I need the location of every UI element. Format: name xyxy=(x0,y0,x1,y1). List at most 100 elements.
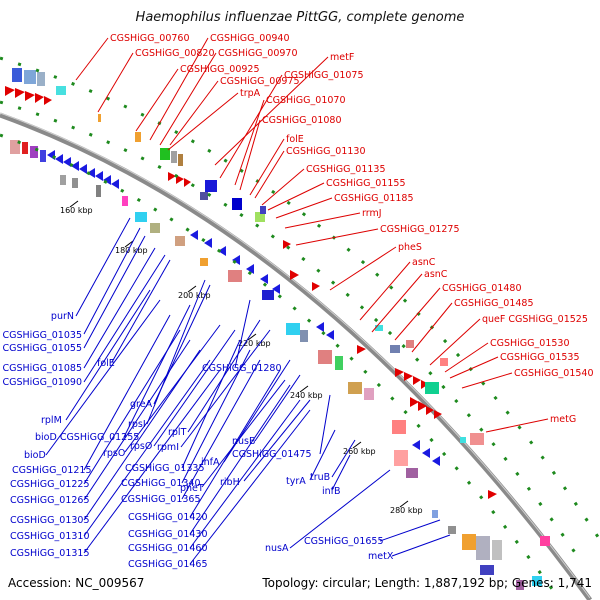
reverse-arrow xyxy=(218,246,226,256)
reverse-arrow xyxy=(79,164,87,174)
reverse-leader-line xyxy=(153,329,236,447)
reverse-gene-label: CGSHiGG_01265 xyxy=(10,495,90,506)
reverse-arrow xyxy=(190,230,198,240)
forward-leader-line xyxy=(159,52,217,146)
gene-block xyxy=(37,72,45,86)
scale-tick-mark xyxy=(352,441,362,449)
forward-gene-label: CGSHiGG_00940 xyxy=(210,33,290,44)
gene-block xyxy=(260,206,266,214)
gene-block xyxy=(348,382,362,394)
reverse-arrow xyxy=(103,175,111,185)
reverse-gene-label: CGSHiGG_01475 xyxy=(232,449,312,460)
gene-block xyxy=(96,185,101,197)
gene-block xyxy=(232,198,242,210)
gene-block xyxy=(12,68,22,82)
genome-backbone-highlight xyxy=(0,112,591,599)
gene-block xyxy=(200,192,208,200)
forward-gene-label: queF CGSHiGG_01525 xyxy=(482,314,588,325)
reverse-arrow xyxy=(246,264,254,274)
gene-block xyxy=(228,270,242,282)
reverse-leader-line xyxy=(83,235,146,349)
reverse-arrow xyxy=(432,456,440,466)
forward-arrow xyxy=(15,88,25,98)
reverse-gene-label: metX xyxy=(368,551,394,562)
forward-leader-line xyxy=(214,56,329,166)
forward-arrow xyxy=(434,410,442,419)
reverse-gene-label: CGSHiGG_01310 xyxy=(10,531,90,542)
forward-gene-label: CGSHiGG_00760 xyxy=(110,33,190,44)
forward-gene-label: CGSHiGG_01080 xyxy=(262,115,342,126)
forward-arrow xyxy=(184,178,191,187)
reverse-arrow xyxy=(232,255,240,265)
forward-arrow xyxy=(290,270,299,280)
reverse-gene-label: pheT xyxy=(180,483,204,494)
reverse-gene-label: nusB xyxy=(232,436,256,447)
forward-gene-label: metG xyxy=(550,414,576,425)
gene-block xyxy=(432,510,438,518)
forward-gene-label: CGSHiGG_01530 xyxy=(490,338,570,349)
scale-tick-label: 260 kbp xyxy=(343,447,376,456)
gene-block xyxy=(425,382,439,394)
forward-arrow xyxy=(176,175,184,184)
reverse-leader-line xyxy=(189,384,291,535)
forward-leader-line xyxy=(239,119,261,191)
reverse-gene-label: rplM xyxy=(41,415,62,426)
forward-gene-label: rrmJ xyxy=(362,208,382,219)
gene-block xyxy=(390,345,400,353)
scale-tick-label: 280 kbp xyxy=(390,506,423,515)
scale-tick-label: 200 kbp xyxy=(178,291,211,300)
reverse-gene-label: CGSHiGG_01225 xyxy=(10,479,90,490)
reverse-arrow xyxy=(71,161,79,171)
gene-block xyxy=(460,437,466,443)
reverse-gene-label: CGSHiGG_01365 xyxy=(121,494,201,505)
gene-block xyxy=(10,140,20,154)
reverse-gene-label: CGSHiGG_01215 xyxy=(12,465,92,476)
gene-block xyxy=(150,223,160,233)
reverse-gene-label: purN xyxy=(51,311,74,322)
forward-gene-label: CGSHiGG_01155 xyxy=(326,178,406,189)
gene-block xyxy=(262,290,274,300)
forward-arrow xyxy=(35,93,44,103)
reverse-leader-lines xyxy=(45,217,451,565)
reverse-leader-line xyxy=(83,227,141,335)
reverse-gene-label: greA xyxy=(130,399,153,410)
reverse-arrow xyxy=(63,157,71,167)
reverse-arrow xyxy=(422,448,430,458)
forward-arrow xyxy=(283,240,291,249)
scale-tick-mark xyxy=(247,333,257,341)
forward-gene-label: CGSHiGG_00975 xyxy=(220,76,300,87)
forward-leader-line xyxy=(261,168,305,206)
gene-block xyxy=(60,175,66,185)
forward-leader-line xyxy=(249,138,285,196)
forward-leader-line xyxy=(394,287,441,341)
reverse-arrow xyxy=(204,238,212,248)
reverse-leader-line xyxy=(189,399,301,549)
reverse-leader-line xyxy=(201,379,286,488)
reverse-leader-line xyxy=(331,454,351,491)
reverse-gene-label: CGSHiGG_01035 xyxy=(2,330,82,341)
reverse-leader-line xyxy=(83,247,156,369)
forward-gene-label: CGSHiGG_01070 xyxy=(266,95,346,106)
reverse-gene-label: CGSHiGG_01340 xyxy=(121,478,201,489)
forward-leader-lines xyxy=(75,37,549,433)
reverse-leader-line xyxy=(189,409,311,565)
gene-block xyxy=(462,534,476,550)
forward-gene-label: CGSHiGG_00970 xyxy=(218,48,298,59)
reverse-leader-line xyxy=(83,254,166,383)
forward-arrow xyxy=(418,401,427,411)
reverse-leader-line xyxy=(83,314,171,471)
gene-block xyxy=(135,212,147,222)
reverse-gene-label: rpsO xyxy=(103,448,125,459)
forward-arrow xyxy=(312,282,320,291)
forward-leader-line xyxy=(275,197,333,219)
reverse-arrow xyxy=(95,171,103,181)
forward-gene-label: folE xyxy=(286,134,304,145)
forward-gene-label: trpA xyxy=(240,88,261,99)
forward-arrow xyxy=(25,91,35,101)
reverse-leader-line xyxy=(319,394,331,455)
forward-leader-line xyxy=(429,318,481,366)
reverse-gene-label: CGSHiGG_01315 xyxy=(10,548,90,559)
forward-arrow xyxy=(426,406,434,415)
reverse-gene-label: CGSHiGG_01280 xyxy=(202,363,282,374)
reverse-arrow xyxy=(316,322,324,332)
